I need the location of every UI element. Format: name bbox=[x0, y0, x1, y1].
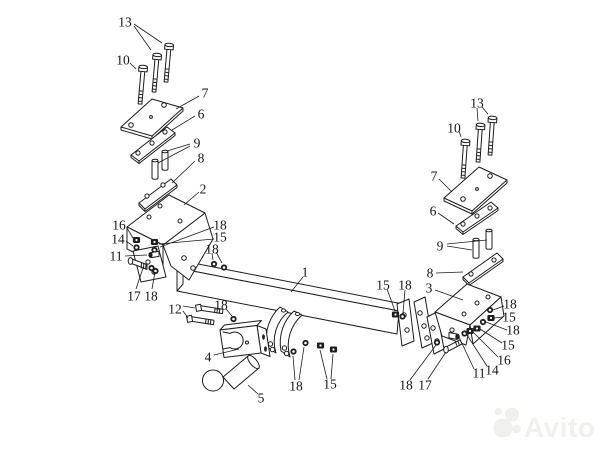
washer-14-right-icon bbox=[461, 330, 468, 337]
bolts-12 bbox=[186, 303, 224, 326]
bolt-10-right-icon bbox=[458, 138, 471, 179]
ball-mount-assembly bbox=[186, 303, 338, 392]
avito-watermark: Avito bbox=[493, 407, 595, 443]
nut-15-right-icon bbox=[487, 315, 495, 321]
plate-7-right bbox=[443, 166, 508, 215]
washer-14-left-icon bbox=[133, 244, 140, 251]
nut-15-center-icon bbox=[329, 346, 338, 353]
part-label-7: 7 bbox=[431, 169, 438, 184]
part-label-17: 17 bbox=[418, 378, 432, 393]
spacer-9-left-icon bbox=[151, 158, 159, 180]
part-label-15: 15 bbox=[376, 278, 390, 293]
bolt-13-right-icon bbox=[485, 115, 498, 156]
washer-18-center-icon bbox=[230, 315, 237, 323]
bolt-10-left-icon bbox=[135, 64, 149, 105]
part-label-8: 8 bbox=[198, 151, 205, 166]
avito-watermark-text: Avito bbox=[524, 412, 595, 443]
part-label-16: 16 bbox=[112, 218, 126, 233]
part-label-15: 15 bbox=[213, 230, 227, 245]
part-label-18: 18 bbox=[144, 289, 158, 304]
part-label-6: 6 bbox=[430, 204, 437, 219]
part-label-9: 9 bbox=[194, 136, 201, 151]
part-label-3: 3 bbox=[426, 281, 433, 296]
washer-18-center-icon bbox=[290, 348, 297, 355]
crossbeam bbox=[176, 260, 415, 347]
washer-18-beam-icon bbox=[399, 313, 406, 320]
part-label-4: 4 bbox=[205, 350, 212, 365]
spacer-9-right-icon bbox=[485, 228, 493, 250]
part-label-14: 14 bbox=[111, 232, 125, 247]
washer-18-center-icon bbox=[302, 339, 309, 347]
straps bbox=[265, 306, 303, 358]
strip-6-left bbox=[130, 126, 176, 164]
part-label-18: 18 bbox=[398, 278, 412, 293]
part-label-18: 18 bbox=[503, 297, 517, 312]
left-mount-assembly bbox=[120, 42, 228, 283]
nut-16-left-icon bbox=[132, 237, 141, 243]
part-label-9: 9 bbox=[437, 239, 444, 254]
washer-18-right-icon bbox=[486, 306, 494, 314]
washer-18-left-icon bbox=[152, 267, 159, 275]
part-label-2: 2 bbox=[200, 182, 207, 197]
part-label-10: 10 bbox=[447, 121, 461, 136]
washer-18-right-icon bbox=[479, 318, 487, 326]
avito-logo-icon bbox=[493, 407, 521, 438]
leader-lines bbox=[124, 23, 508, 395]
part-label-15: 15 bbox=[501, 338, 515, 353]
part-label-18: 18 bbox=[213, 218, 227, 233]
ball-mount-4 bbox=[219, 320, 271, 358]
bolt-11-right-icon bbox=[455, 333, 460, 340]
part-label-13: 13 bbox=[118, 15, 132, 30]
nut-15-left-icon bbox=[150, 239, 159, 245]
part-label-6: 6 bbox=[198, 107, 205, 122]
tow-ball-5 bbox=[202, 354, 260, 392]
part-label-15: 15 bbox=[502, 310, 516, 325]
washer-18-right-icon bbox=[433, 339, 441, 346]
part-label-7: 7 bbox=[202, 86, 209, 101]
washer-18-left-icon bbox=[220, 264, 228, 271]
strip-8-right bbox=[462, 252, 504, 286]
part-labels: 13 10 7 6 9 8 2 16 14 11 17 18 18 15 18 … bbox=[110, 15, 521, 406]
part-label-1: 1 bbox=[302, 265, 309, 280]
part-label-8: 8 bbox=[427, 266, 434, 281]
part-label-18: 18 bbox=[289, 379, 303, 394]
part-label-17: 17 bbox=[127, 289, 141, 304]
part-label-13: 13 bbox=[470, 96, 484, 111]
part-label-18: 18 bbox=[205, 242, 219, 257]
part-label-14: 14 bbox=[485, 363, 499, 378]
part-label-18: 18 bbox=[399, 378, 413, 393]
strip-8-left bbox=[138, 178, 178, 212]
washer-18-left-icon bbox=[210, 260, 218, 268]
beam-end-plate-right bbox=[396, 298, 415, 347]
part-label-10: 10 bbox=[116, 53, 130, 68]
part-label-18: 18 bbox=[214, 298, 228, 313]
bolt-13-left-icon bbox=[149, 52, 163, 93]
nut-15-beam-icon bbox=[391, 311, 400, 318]
bolt-13-right-icon bbox=[473, 122, 486, 163]
bracket-3 bbox=[434, 283, 505, 346]
bracket-2-hardware bbox=[127, 237, 228, 275]
part-label-15: 15 bbox=[323, 377, 337, 392]
bracket-3-hardware bbox=[433, 306, 495, 354]
part-label-16: 16 bbox=[497, 353, 511, 368]
nut-15-right-icon bbox=[473, 325, 481, 332]
nut-15-center-icon bbox=[316, 342, 325, 349]
bolt-13-left-icon bbox=[161, 42, 175, 83]
part-label-18: 18 bbox=[506, 323, 520, 338]
part-label-5: 5 bbox=[258, 391, 265, 406]
strip-6-right bbox=[455, 201, 499, 235]
part-label-12: 12 bbox=[168, 302, 182, 317]
bracket-2 bbox=[126, 194, 214, 283]
part-label-11: 11 bbox=[473, 366, 486, 381]
part-label-11: 11 bbox=[110, 249, 123, 264]
bolt-11-left-icon bbox=[148, 252, 153, 258]
